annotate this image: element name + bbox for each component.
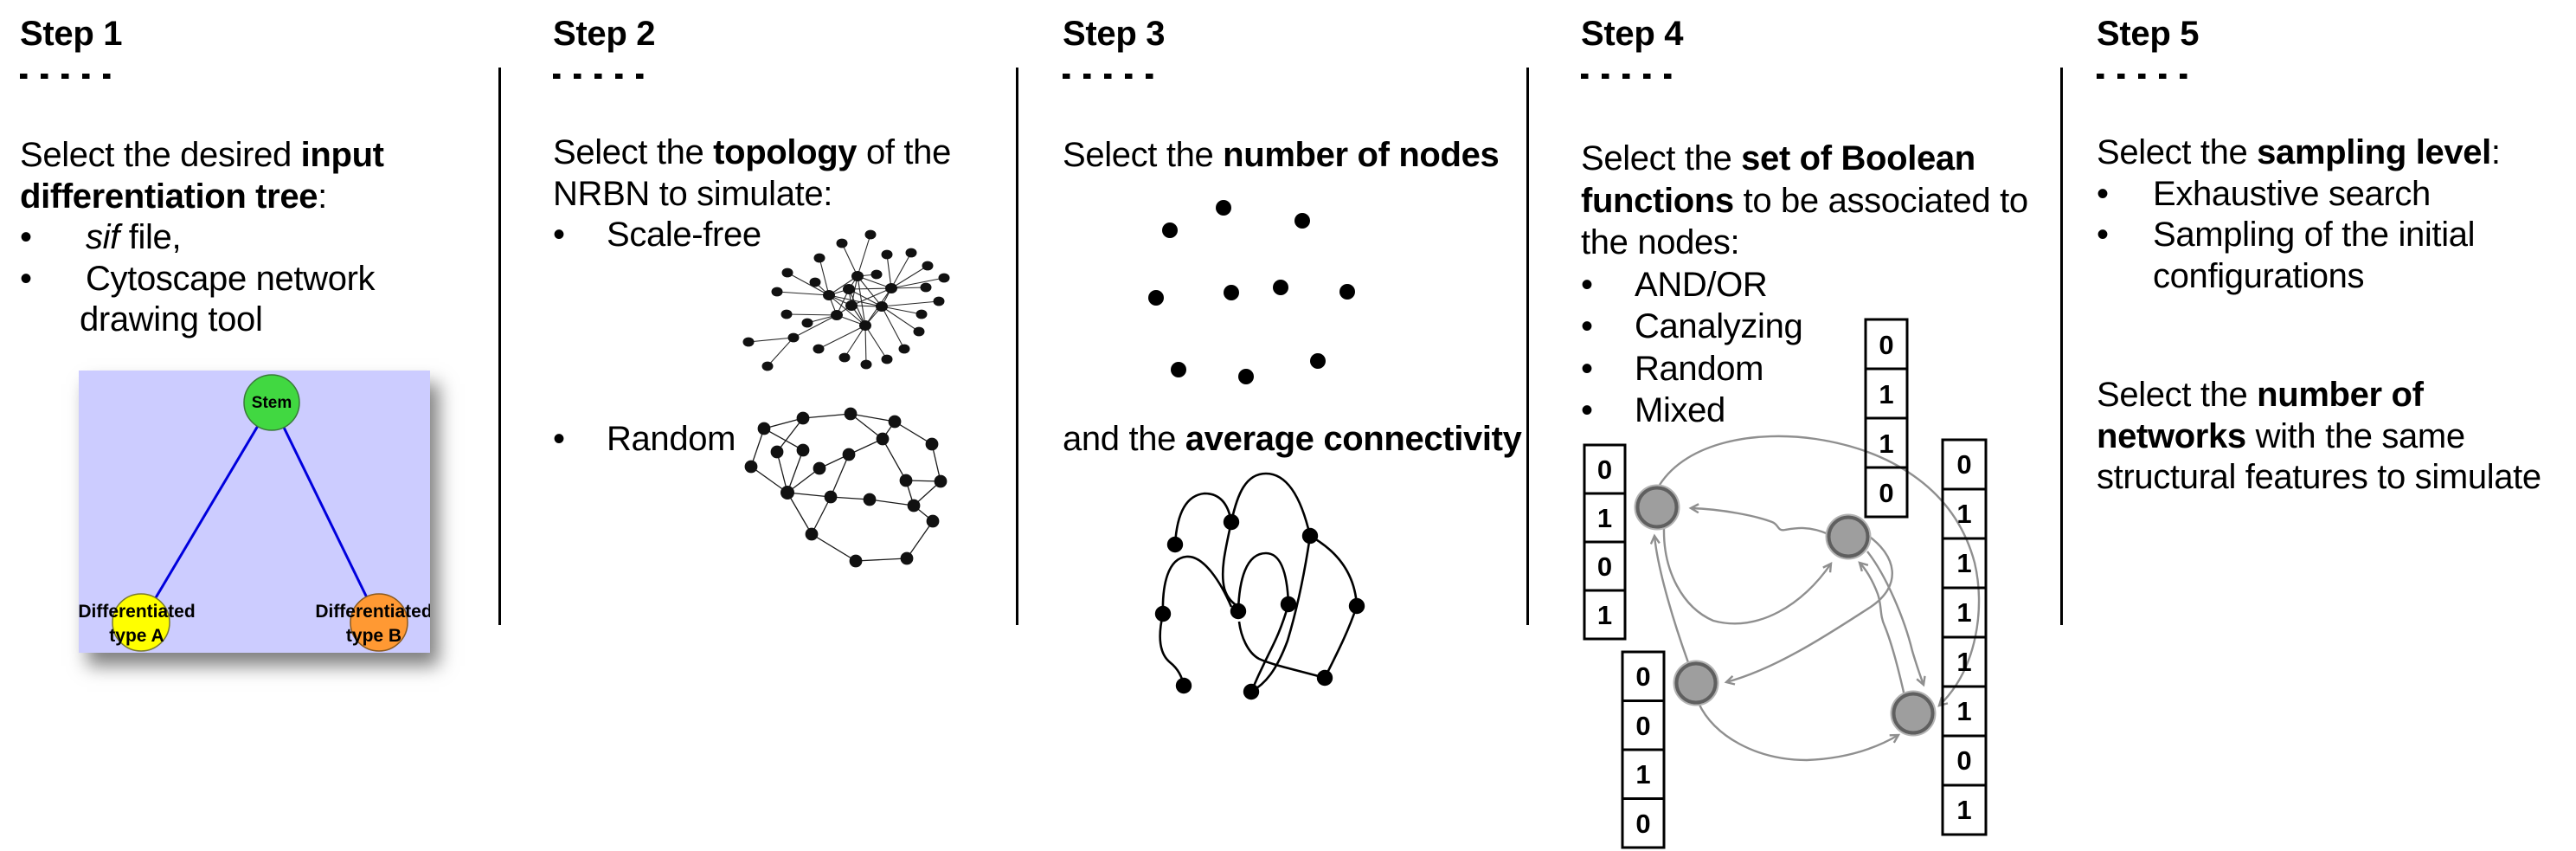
svg-text:0: 0 [1635, 711, 1650, 741]
svg-text:1: 1 [1956, 795, 1971, 825]
svg-text:Stem: Stem [252, 394, 292, 412]
svg-text:1: 1 [1956, 499, 1971, 529]
svg-text:Differentiated: Differentiated [315, 602, 430, 622]
svg-text:1: 1 [1879, 429, 1893, 459]
svg-text:0: 0 [1956, 449, 1971, 480]
svg-text:1: 1 [1956, 647, 1971, 677]
svg-text:0: 0 [1597, 551, 1612, 582]
svg-text:Differentiated: Differentiated [79, 602, 196, 622]
svg-text:type B: type B [346, 626, 401, 646]
svg-text:1: 1 [1956, 696, 1971, 726]
svg-text:1: 1 [1635, 759, 1650, 790]
svg-text:0: 0 [1879, 478, 1893, 508]
svg-text:1: 1 [1597, 600, 1612, 630]
svg-text:0: 0 [1635, 809, 1650, 839]
svg-text:type A: type A [109, 626, 164, 646]
svg-text:0: 0 [1635, 661, 1650, 692]
svg-text:1: 1 [1879, 379, 1893, 409]
svg-text:1: 1 [1956, 548, 1971, 578]
svg-text:0: 0 [1879, 330, 1893, 360]
svg-text:1: 1 [1956, 597, 1971, 628]
svg-text:0: 0 [1597, 455, 1612, 485]
svg-text:1: 1 [1597, 503, 1612, 533]
svg-text:0: 0 [1956, 745, 1971, 776]
